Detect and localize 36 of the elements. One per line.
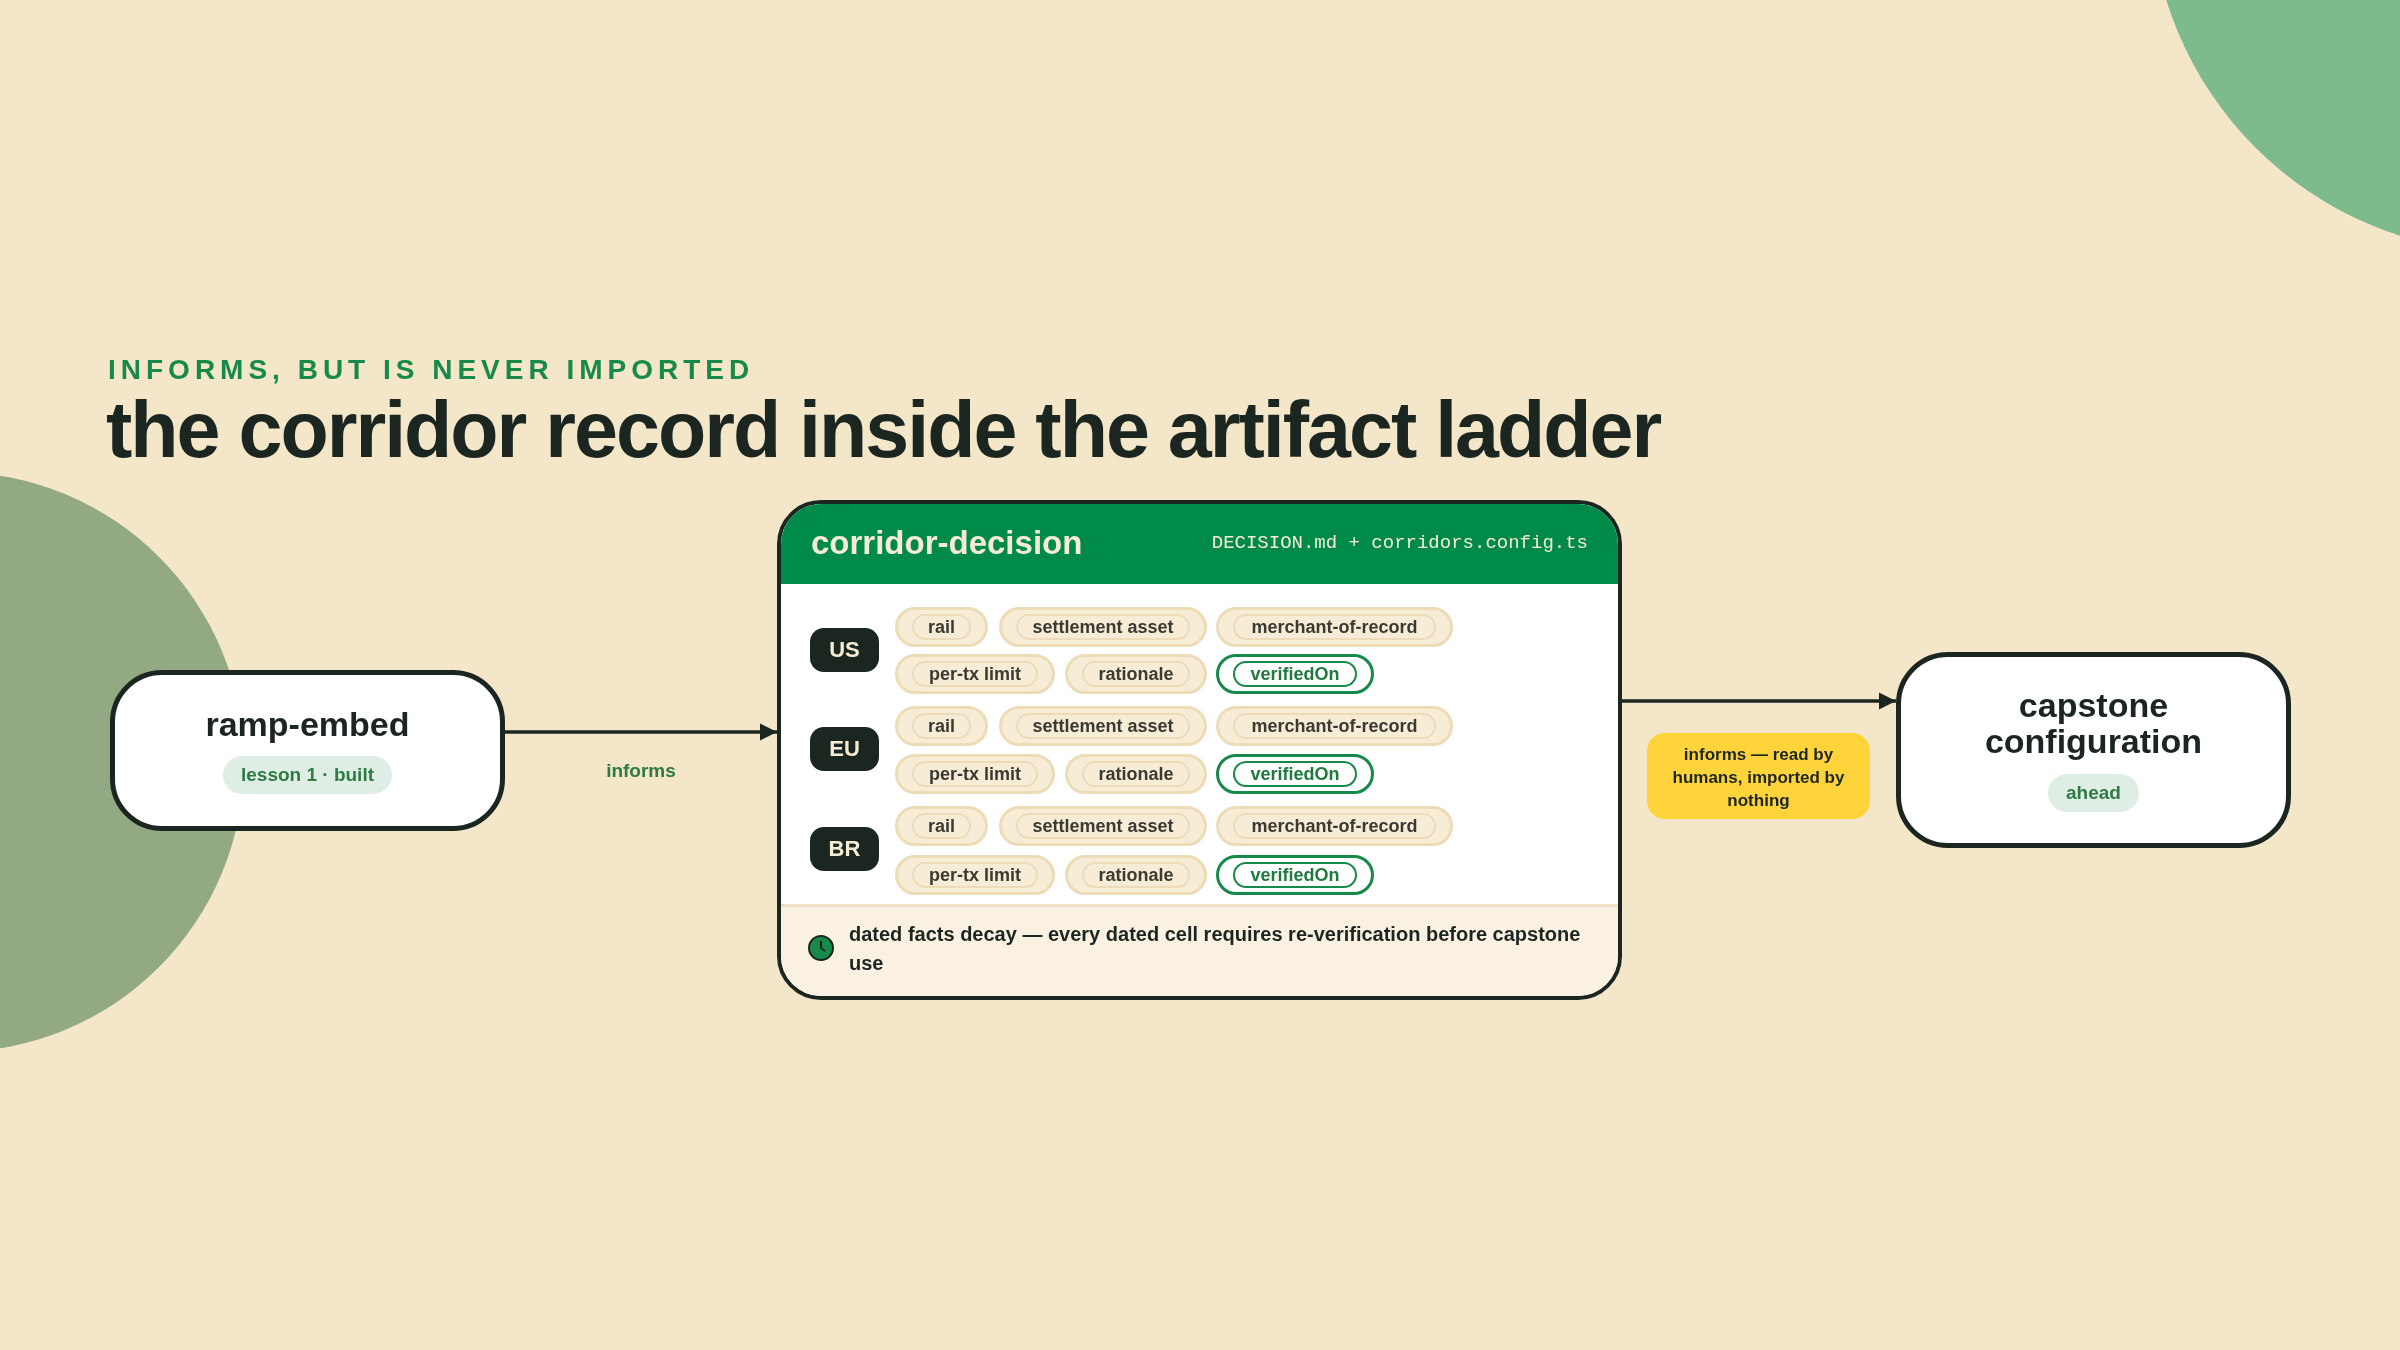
footnote-text: dated facts decay — every dated cell requires re-verification before capstone use	[849, 922, 1582, 976]
region-badge: EU	[810, 727, 879, 771]
kicker-text: INFORMS, BUT IS NEVER IMPORTED	[108, 354, 755, 386]
field-chip: merchant-of-record	[1216, 607, 1453, 647]
diagram-title: the corridor record inside the artifact ladder	[106, 384, 1661, 476]
file-names: DECISION.md + corridors.config.ts	[1211, 532, 1588, 554]
field-chip: settlement asset	[999, 706, 1207, 746]
card-title: corridor-decision	[811, 524, 1083, 562]
field-chip: rationale	[1065, 754, 1207, 794]
arrow	[1622, 692, 1896, 710]
region-badge: US	[810, 628, 879, 672]
field-chip: rationale	[1065, 654, 1207, 694]
field-chip: rail	[895, 706, 988, 746]
field-chip: merchant-of-record	[1216, 706, 1453, 746]
note-callout: informs — read by humans, imported by nothing	[1647, 733, 1870, 819]
arrow	[505, 723, 777, 741]
field-chip: per-tx limit	[895, 654, 1055, 694]
status-pill: ahead	[2048, 773, 2139, 812]
record-card	[777, 500, 1622, 1000]
field-chip: merchant-of-record	[1216, 806, 1453, 846]
artifact-box	[110, 670, 505, 831]
field-chip: per-tx limit	[895, 754, 1055, 794]
field-chip: verifiedOn	[1216, 855, 1374, 895]
region-badge: BR	[810, 827, 879, 871]
artifact-box	[1896, 652, 2291, 848]
field-chip: verifiedOn	[1216, 654, 1374, 694]
field-chip: per-tx limit	[895, 855, 1055, 895]
field-chip: rail	[895, 806, 988, 846]
artifact-name: ramp-embed	[205, 706, 410, 743]
field-chip: settlement asset	[999, 607, 1207, 647]
artifact-name: capstone configuration	[1983, 688, 2204, 760]
field-chip: settlement asset	[999, 806, 1207, 846]
field-chip: verifiedOn	[1216, 754, 1374, 794]
field-chip: rationale	[1065, 855, 1207, 895]
status-pill: lesson 1 · built	[223, 756, 392, 795]
field-chip: rail	[895, 607, 988, 647]
